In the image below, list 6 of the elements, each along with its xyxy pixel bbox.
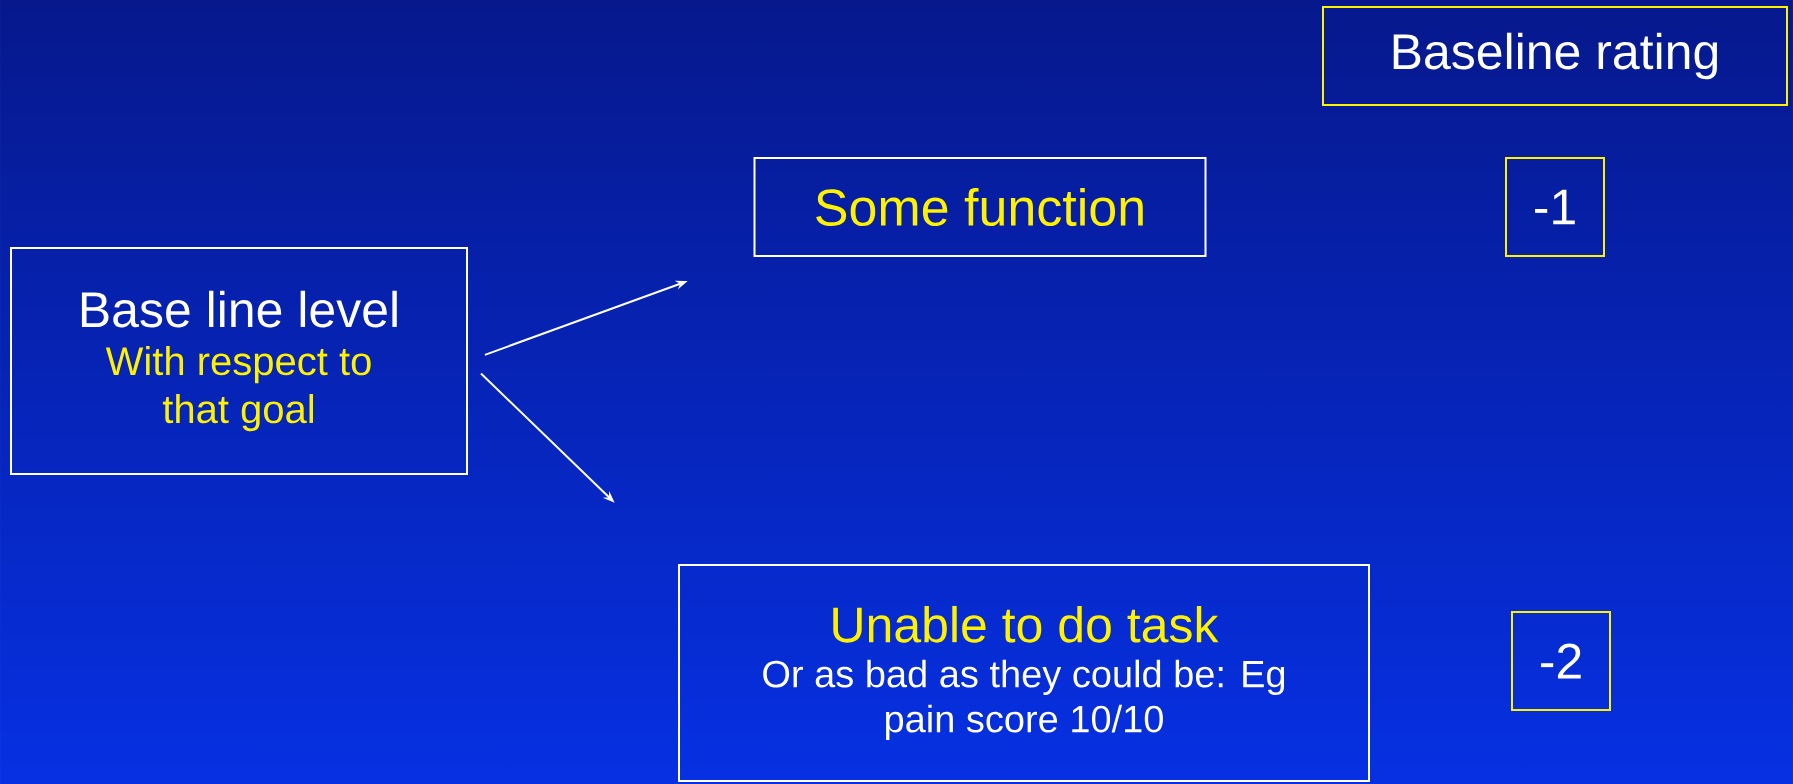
- text-box: -2: [1511, 611, 1611, 711]
- text-box: Baseline rating: [1322, 6, 1788, 106]
- text-box: Some function: [753, 157, 1207, 257]
- text-box: Unable to do task Or as bad as they could be: Eg pain score 10/10: [678, 564, 1370, 782]
- text-box: -1: [1505, 157, 1605, 257]
- text-box: Base line level With respect to that goal: [10, 247, 468, 475]
